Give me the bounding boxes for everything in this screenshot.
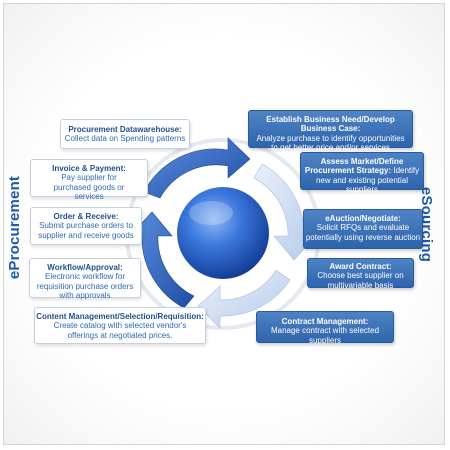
step-body: Analyze purchase to identify opportuniti… <box>256 133 405 153</box>
step-text: Assess Market/Define Procurement Strateg… <box>301 157 423 195</box>
step-body: Pay supplier for purchased goods or serv… <box>53 173 125 202</box>
step-title: eAuction/Negotiate: <box>325 214 401 223</box>
step-body: Solicit RFQs and evaluate potentially us… <box>305 223 421 242</box>
cycle-arrow-bottom <box>197 269 291 329</box>
cycle-arrow-left <box>129 211 195 309</box>
step-invoice-payment: Invoice & Payment: Pay supplier for purc… <box>30 159 148 201</box>
eprocurement-label: eProcurement <box>6 175 24 280</box>
step-title: Content Management/Selection/Requisition… <box>36 312 204 321</box>
step-body: Choose best supplier on multivariable ba… <box>317 271 404 290</box>
step-title: Workflow/Approval: <box>47 263 123 272</box>
cycle-arrow-right <box>253 163 317 261</box>
step-body: Manage contract with selected suppliers <box>270 326 380 345</box>
step-title: Order & Receive: <box>53 212 119 221</box>
step-content-management: Content Management/Selection/Requisition… <box>34 307 206 344</box>
step-order-receive: Order & Receive: Submit purchase orders … <box>30 207 142 245</box>
step-body: Create catalog with selected vendor's of… <box>53 321 187 340</box>
step-body: Collect data on Spending patterns <box>64 134 186 144</box>
cycle-arrow-top <box>143 137 251 199</box>
diagram-frame: eProcurement eSourcing Procurement Dataw… <box>3 3 445 445</box>
step-body: Submit purchase orders to supplier and r… <box>38 221 134 240</box>
step-title: Contract Management: <box>281 317 369 326</box>
step-workflow-approval: Workflow/Approval: Electronic workflow f… <box>29 258 141 301</box>
cycle-graphic <box>125 137 321 330</box>
step-body: Identify new and existing potential supp… <box>315 166 420 195</box>
step-title: Award Contract: <box>329 262 392 271</box>
step-title: Procurement Datawarehouse: <box>68 125 182 134</box>
step-eauction-negotiate: eAuction/Negotiate: Solicit RFQs and eva… <box>303 209 423 249</box>
step-assess-market: Assess Market/Define Procurement Strateg… <box>300 152 424 194</box>
step-title: Establish Business Need/Develop Business… <box>266 115 395 134</box>
step-text: Workflow/Approval: Electronic workflow f… <box>30 263 140 301</box>
step-award-contract: Award Contract: Choose best supplier on … <box>307 258 414 290</box>
step-body: Electronic workflow for requisition purc… <box>36 272 134 301</box>
step-establish-business-need: Establish Business Need/Develop Business… <box>248 110 413 152</box>
step-procurement-datawarehouse: Procurement Datawarehouse: Collect data … <box>60 119 190 149</box>
center-sphere <box>177 187 269 279</box>
step-title: Assess Market/Define Procurement Strateg… <box>304 157 404 176</box>
step-title: Invoice & Payment: <box>52 164 126 173</box>
step-contract-management: Contract Management: Manage contract wit… <box>256 311 394 345</box>
